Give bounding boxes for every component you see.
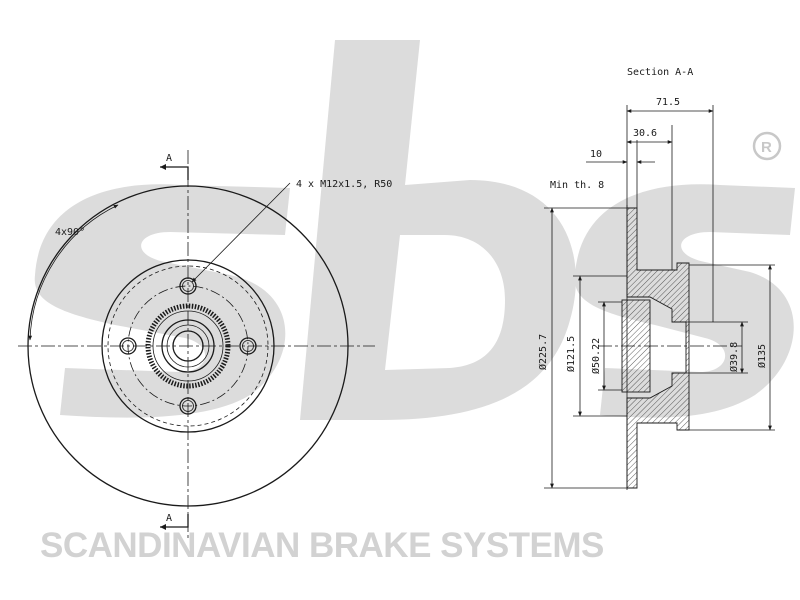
svg-text:Ø39.8: Ø39.8 <box>728 342 740 372</box>
dim-outer-diameter: Ø225.7 <box>537 207 627 489</box>
svg-text:10: 10 <box>590 149 602 160</box>
svg-text:Ø135: Ø135 <box>756 344 768 368</box>
registered-mark: R <box>752 131 782 161</box>
svg-text:30.6: 30.6 <box>633 128 657 139</box>
svg-text:71.5: 71.5 <box>656 97 680 108</box>
section-marker-top: A <box>160 153 189 180</box>
front-view: A A 4 x M12x1.5, R50 4x90° <box>18 150 392 540</box>
section-marker-bottom: A <box>160 513 189 530</box>
dim-bore-diameter: Ø50.22 <box>590 301 622 391</box>
svg-text:A: A <box>166 153 172 164</box>
dim-center-diameter: Ø39.8 <box>686 321 748 374</box>
svg-text:Ø50.22: Ø50.22 <box>590 338 602 374</box>
dim-pcd-diameter: Ø121.5 <box>565 275 627 417</box>
svg-text:A: A <box>166 513 172 524</box>
section-title: Section A-A <box>627 67 693 78</box>
dim-hub-offset: 30.6 <box>626 128 673 144</box>
svg-text:4x90°: 4x90° <box>55 227 85 238</box>
bolt-callout: 4 x M12x1.5, R50 <box>191 179 392 283</box>
angle-annotation: 4x90° <box>28 204 119 341</box>
dim-hat-diameter: Ø135 <box>689 264 775 431</box>
brand-watermark-text: SCANDINAVIAN BRAKE SYSTEMS <box>40 526 604 565</box>
svg-text:Ø225.7: Ø225.7 <box>537 334 549 370</box>
svg-text:Ø121.5: Ø121.5 <box>565 336 577 372</box>
svg-text:R: R <box>761 139 772 156</box>
min-thickness-label: Min th. 8 <box>550 180 604 191</box>
sbs-watermark-logo <box>34 40 795 420</box>
svg-text:4 x M12x1.5, R50: 4 x M12x1.5, R50 <box>296 179 392 190</box>
section-view: Section A-A 71.5 30.6 10 Min th. 8 Ø225.… <box>537 67 775 490</box>
dim-disc-thickness: 10 <box>586 149 655 164</box>
dim-overall-height: 71.5 <box>626 97 714 113</box>
